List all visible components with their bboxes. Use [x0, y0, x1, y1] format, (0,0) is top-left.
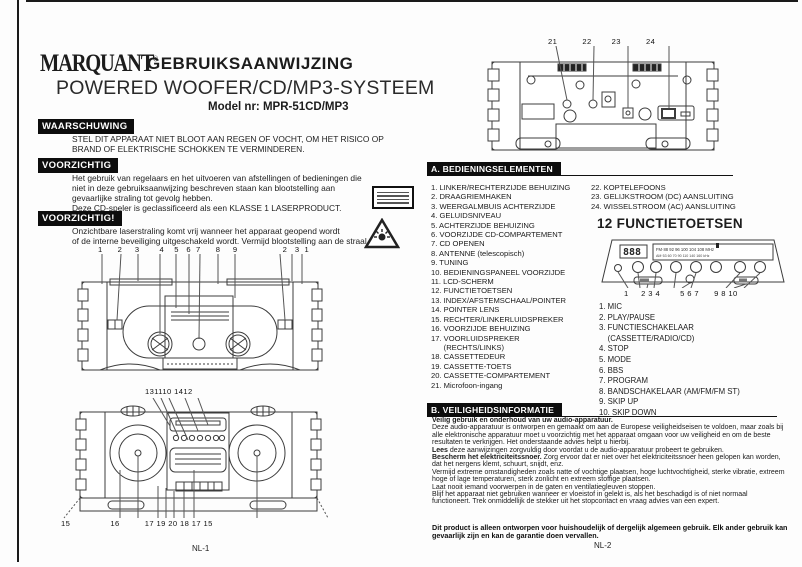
caution-text-2: Deze CD-speler is geclassificeerd als ee…	[72, 203, 342, 213]
control-item: 6. VOORZIJDE CD-COMPARTEMENT	[431, 230, 563, 240]
model-number: Model nr: MPR-51CD/MP3	[208, 101, 349, 113]
safety-paragraph: Veilig gebruik en onderhoud van uw audio…	[432, 417, 613, 424]
control-item: 8. ANTENNE (telescopisch)	[431, 248, 525, 258]
control-item: 21. Microfoon-ingang	[431, 380, 503, 390]
function-item: 4. STOP	[599, 344, 629, 354]
control-item: 18. CASSETTEDEUR	[431, 352, 506, 362]
control-item: 19. CASSETTE-TOETS	[431, 361, 512, 371]
warning-label: WAARSCHUWING	[38, 119, 135, 134]
callout-numbers-top-view: 1 2 3 4 5 6 7 8 9 2 3 1	[98, 245, 310, 254]
safety-paragraph: Blijf het apparaat niet gebruiken wannee…	[432, 491, 748, 506]
safety-paragraph: Laat nooit iemand voorwerpen in de gaten…	[432, 483, 656, 491]
safety-paragraph: Deze audio-apparatuur is ontworpen en ge…	[432, 424, 784, 447]
callout-numbers-front-bottom: 15 16 17 19 20 18 17 15	[61, 519, 213, 528]
page-number-left: NL-1	[192, 544, 210, 553]
function-item: 3. FUNCTIESCHAKELAAR (CASSETTE/RADIO/CD)	[599, 323, 695, 343]
safety-paragraph: Bescherm het elektriciteitssnoer. Zorg e…	[432, 454, 781, 469]
function-item: 7. PROGRAM	[599, 376, 648, 386]
control-item: 1. LINKER/RECHTERZIJDE BEHUIZING	[431, 183, 571, 192]
caution-text-1: Het gebruik van regelaars en het uitvoer…	[72, 173, 362, 203]
function-item: 5. MODE	[599, 354, 632, 364]
control-item: 14. POINTER LENS	[431, 305, 500, 315]
control-item: 17. VOORLUIDSPREKER (RECHTS/LINKS)	[431, 333, 520, 352]
page-number-right: NL-2	[594, 541, 612, 550]
control-item: 2. DRAAGRIEMHAKEN	[431, 192, 512, 202]
function-item: 8. BANDSCHAKELAAR (AM/FM/FM ST)	[599, 386, 740, 396]
safety-footer-bold: Dit product is alleen ontworpen voor hui…	[432, 523, 788, 540]
function-item: 2. PLAY/PAUSE	[599, 312, 656, 322]
control-item: 22. KOPTELEFOONS	[591, 183, 666, 192]
safety-paragraph: Vermijd extreme omstandigheden zoals nat…	[432, 468, 785, 484]
doc-title: GEBRUIKSAANWIJZING	[147, 54, 354, 73]
laser-warning-icon	[364, 218, 400, 250]
class1-laser-label	[372, 186, 414, 209]
function-item: 9. SKIP UP	[599, 397, 639, 407]
function-item: 10. SKIP DOWN	[599, 407, 657, 417]
control-item: 4. GELUIDSNIVEAU	[431, 211, 502, 221]
figure-function-panel: 888 FM·88 92 96 100 104 108 MHz AM·53 60…	[598, 238, 788, 288]
dial-scale-am: AM·53 60 70 90 110 140 160 kHz	[656, 254, 710, 258]
warning-text: STEL DIT APPARAAT NIET BLOOT AAN REGEN O…	[72, 134, 384, 154]
figure-front-view	[58, 398, 330, 522]
safety-text: Veilig gebruik en onderhoud van uw audio…	[432, 417, 788, 506]
control-item: 16. VOORZIJDE BEHUIZING	[431, 324, 531, 334]
control-item: 24. WISSELSTROOM (AC) AANSLUITING	[591, 201, 736, 211]
caution-label: VOORZICHTIG	[38, 158, 119, 173]
callout-numbers-front-top: 131110 1412	[145, 387, 193, 396]
safety-paragraph: Lees deze aanwijzingen zorgvuldig door v…	[432, 446, 724, 454]
control-item: 10. BEDIENINGSPANEEL VOORZIJDE	[431, 267, 566, 277]
function-item: 1. MIC	[599, 302, 622, 311]
caution2-label: VOORZICHTIG!	[38, 211, 122, 226]
control-item: 12. FUNCTIETOETSEN	[431, 286, 513, 296]
control-item: 7. CD OPENEN	[431, 239, 485, 249]
section-b-header: B. VEILIGHEIDSINFORMATIE	[427, 403, 778, 417]
function-keys-heading: 12 FUNCTIETOETSEN	[597, 216, 743, 231]
control-item: 13. INDEX/AFSTEMSCHAAL/POINTER	[431, 295, 567, 305]
product-title: POWERED WOOFER/CD/MP3-SYSTEEM	[56, 77, 435, 99]
control-item: 20. CASSETTE-COMPARTEMENT	[431, 371, 551, 381]
lcd-display: 888	[623, 247, 641, 258]
control-item: 9. TUNING	[431, 258, 469, 268]
function-item: 6. BBS	[599, 365, 624, 375]
control-item: 3. WEERGALMBUIS ACHTERZIJDE	[431, 201, 556, 211]
dial-scale-fm: FM·88 92 96 100 104 108 MHz	[656, 247, 714, 252]
callout-numbers-rear: 21 22 23 24	[548, 37, 656, 46]
caution2-text: Onzichtbare laserstraling komt vrij wann…	[72, 226, 370, 246]
figure-top-view	[75, 254, 325, 374]
control-item: 5. ACHTERZIJDE BEHUIZING	[431, 220, 535, 230]
control-item: 15. RECHTER/LINKERLUIDSPREKER	[431, 314, 564, 324]
control-item: 23. GELIJKSTROOM (DC) AANSLUITING	[591, 192, 734, 202]
scan-edge-top	[26, 0, 798, 2]
trademark-mark: ®	[153, 54, 159, 64]
scan-edge-left	[17, 0, 19, 562]
section-a-header: A. BEDIENINGSELEMENTEN	[427, 162, 733, 176]
figure-rear-view	[478, 46, 728, 156]
control-item: 11. LCD-SCHERM	[431, 277, 494, 287]
callout-numbers-panel: 1 2 3 4 5 6 7 9 8 10	[624, 289, 738, 298]
brand-logo: MARQUANT®	[40, 50, 159, 77]
